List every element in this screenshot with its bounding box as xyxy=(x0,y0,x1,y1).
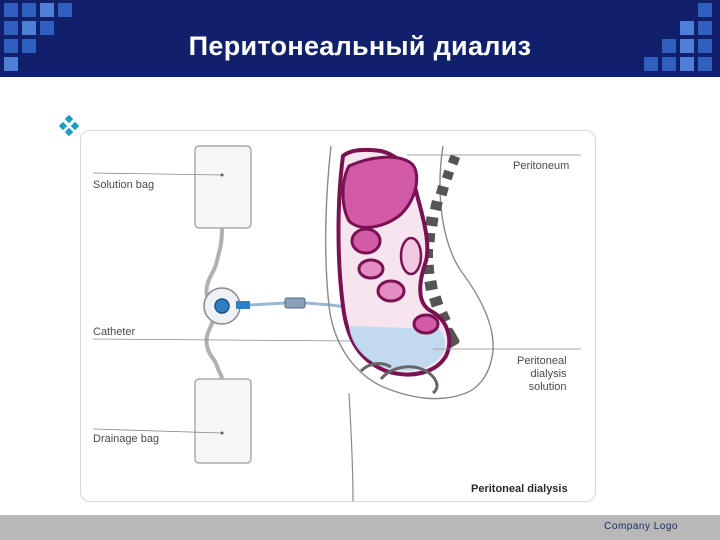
pointer-solution-bag xyxy=(92,172,223,176)
intestine-2 xyxy=(376,279,406,303)
label-peritoneum: Peritoneum xyxy=(513,160,570,172)
stomach xyxy=(350,227,382,255)
liver xyxy=(341,155,419,229)
drainage-bag-shape xyxy=(194,378,252,464)
kidney xyxy=(399,236,423,276)
diamond-bullet-icon xyxy=(58,114,80,142)
label-dialysis-solution-line3: solution xyxy=(528,381,567,393)
slide-footer: Company Logo xyxy=(0,515,720,540)
dialysis-solution xyxy=(349,326,446,371)
label-drainage-bag: Drainage bag xyxy=(93,433,160,445)
diagram-illustration xyxy=(92,145,581,501)
label-solution-bag: Solution bag xyxy=(93,179,155,191)
pointer-drainage-bag xyxy=(92,428,223,434)
label-catheter: Catheter xyxy=(93,326,136,338)
tubing-lower xyxy=(204,320,224,380)
label-dialysis-solution-line1: Peritoneal xyxy=(517,355,567,367)
slide-title: Перитонеальный диализ xyxy=(188,31,532,61)
diagram-caption: Peritoneal dialysis xyxy=(471,483,568,495)
pointer-catheter xyxy=(92,338,352,342)
label-dialysis-solution-line2: dialysis xyxy=(530,368,567,380)
solution-bag-shape xyxy=(194,145,252,229)
peritoneal-dialysis-diagram: Solution bag Catheter Drainage bag Perit… xyxy=(80,130,596,502)
intestine-1 xyxy=(357,258,385,280)
company-logo: Company Logo xyxy=(604,521,678,532)
slide-header: Перитонеальный диализ xyxy=(0,0,720,77)
label-dialysis-solution: Peritoneal dialysis solution xyxy=(517,355,567,394)
body-outline xyxy=(324,145,494,400)
